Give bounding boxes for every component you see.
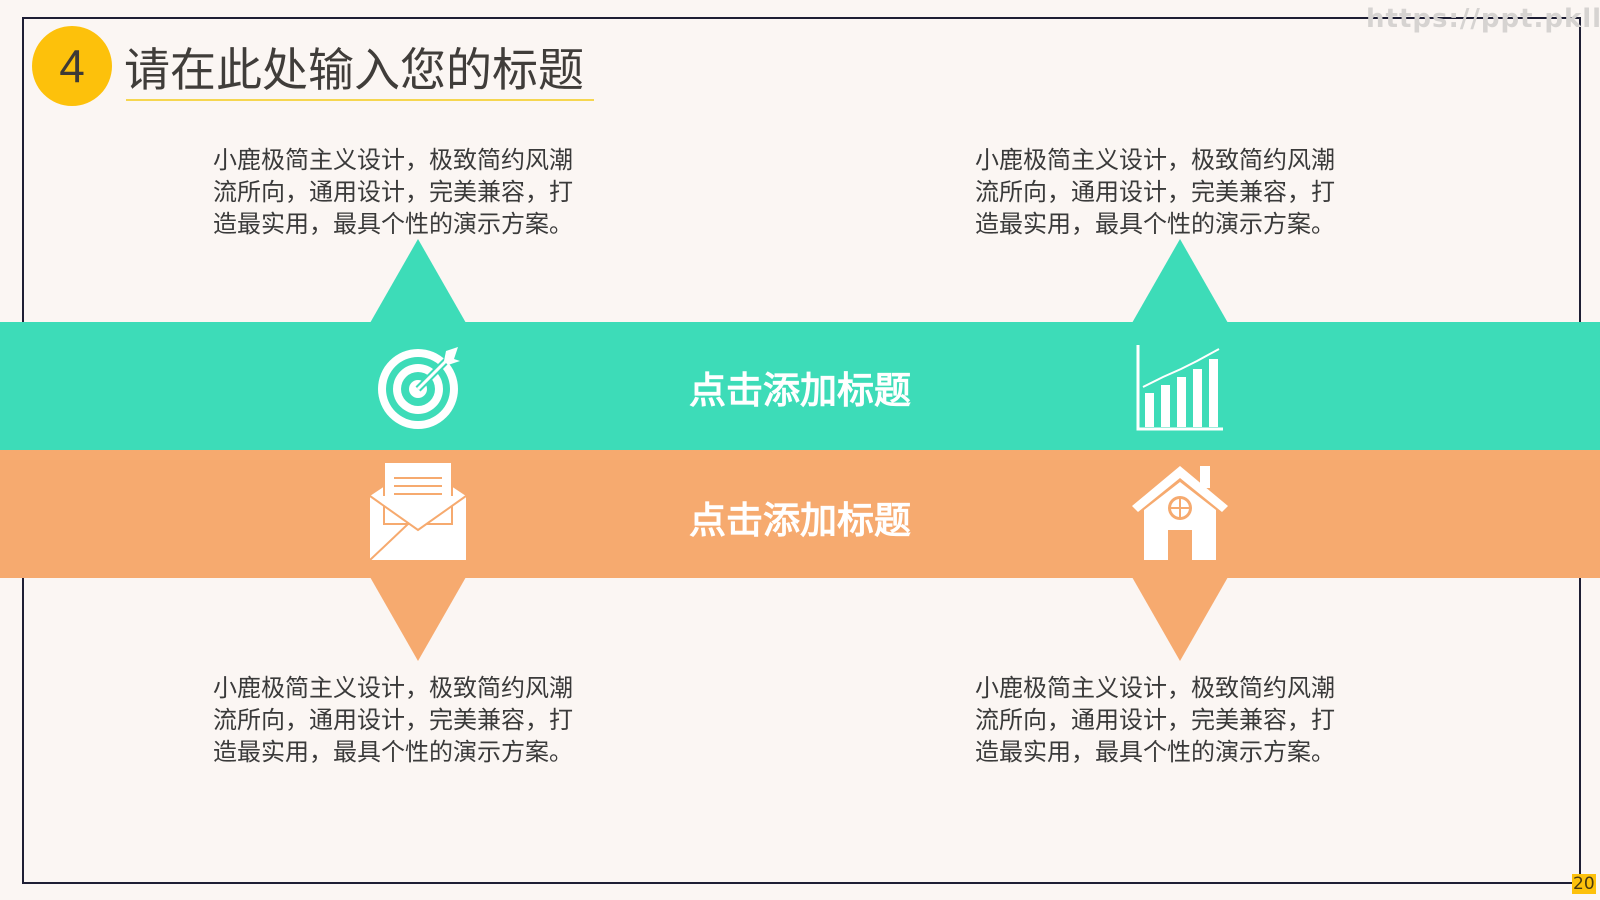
orange-pointer-left — [370, 577, 466, 661]
description-bottom-left: 小鹿极简主义设计，极致简约风潮流所向，通用设计，完美兼容，打造最实用，最具个性的… — [213, 672, 633, 768]
target-icon — [378, 347, 460, 429]
text-line: 小鹿极简主义设计，极致简约风潮 — [975, 146, 1335, 174]
text-line: 小鹿极简主义设计，极致简约风潮 — [213, 674, 573, 702]
teal-pointer-left — [370, 239, 466, 323]
section-number-badge: 4 — [32, 26, 112, 106]
text-line: 流所向，通用设计，完美兼容，打 — [213, 706, 573, 734]
orange-band: 点击添加标题 — [0, 450, 1600, 578]
description-top-left: 小鹿极简主义设计，极致简约风潮流所向，通用设计，完美兼容，打造最实用，最具个性的… — [213, 144, 633, 240]
text-line: 造最实用，最具个性的演示方案。 — [975, 210, 1335, 238]
watermark: https://ppt.pkll.de — [1366, 4, 1600, 34]
teal-band: 点击添加标题 — [0, 322, 1600, 450]
text-line: 造最实用，最具个性的演示方案。 — [975, 738, 1335, 766]
band-title-top[interactable]: 点击添加标题 — [689, 369, 911, 412]
envelope-icon — [369, 461, 467, 561]
text-line: 流所向，通用设计，完美兼容，打 — [975, 178, 1335, 206]
bar-chart-icon — [1136, 345, 1223, 431]
description-top-right: 小鹿极简主义设计，极致简约风潮流所向，通用设计，完美兼容，打造最实用，最具个性的… — [975, 144, 1395, 240]
description-bottom-right: 小鹿极简主义设计，极致简约风潮流所向，通用设计，完美兼容，打造最实用，最具个性的… — [975, 672, 1395, 768]
orange-pointer-right — [1132, 577, 1228, 661]
text-line: 造最实用，最具个性的演示方案。 — [213, 738, 573, 766]
text-line: 造最实用，最具个性的演示方案。 — [213, 210, 573, 238]
teal-pointer-right — [1132, 239, 1228, 323]
page-title: 请在此处输入您的标题 — [124, 43, 584, 97]
text-line: 小鹿极简主义设计，极致简约风潮 — [975, 674, 1335, 702]
page-number: 20 — [1572, 874, 1596, 894]
text-line: 流所向，通用设计，完美兼容，打 — [213, 178, 573, 206]
house-icon — [1132, 466, 1228, 560]
text-line: 流所向，通用设计，完美兼容，打 — [975, 706, 1335, 734]
band-title-bottom[interactable]: 点击添加标题 — [689, 499, 911, 542]
title-underline — [126, 99, 594, 101]
text-line: 小鹿极简主义设计，极致简约风潮 — [213, 146, 573, 174]
